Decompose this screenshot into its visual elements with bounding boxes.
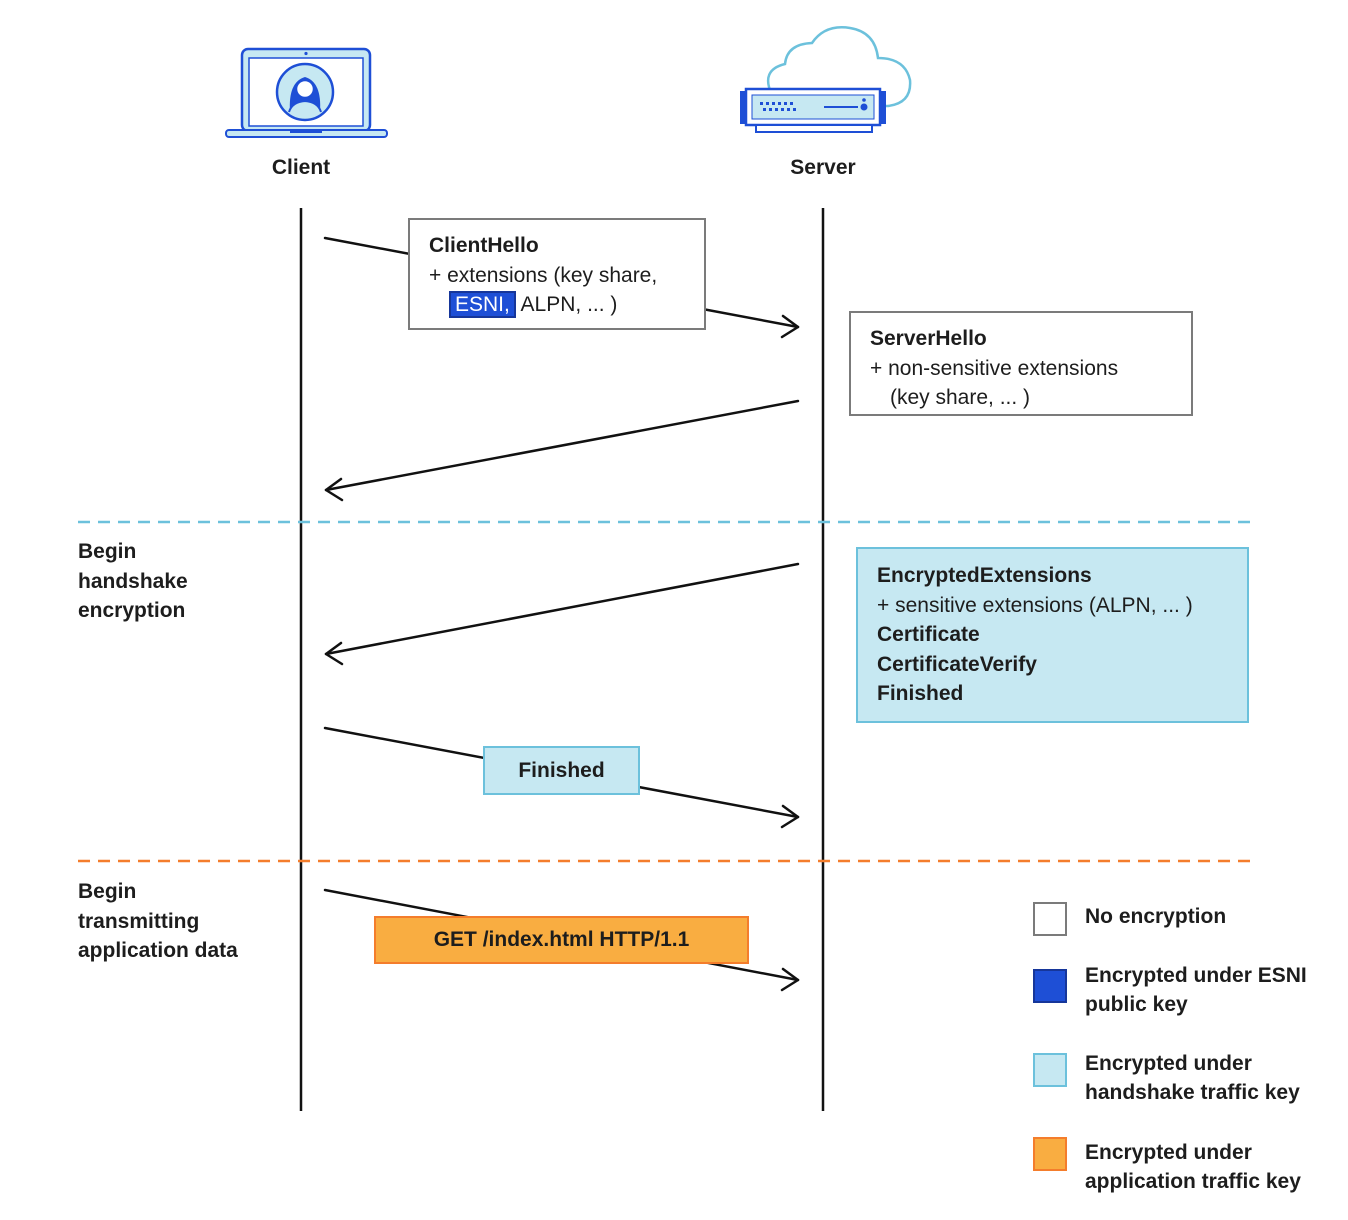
- client-finished-box: Finished: [483, 746, 640, 795]
- encrypted-extensions-arrow: [324, 562, 800, 666]
- client-hello-alpn: ALPN, ... ): [520, 293, 618, 316]
- certificate-verify-line: CertificateVerify: [877, 652, 1037, 676]
- legend-label-line: Encrypted under ESNI: [1085, 964, 1307, 987]
- legend-label-line: No encryption: [1085, 905, 1227, 928]
- handshake-phase-line-1: Begin: [78, 540, 137, 563]
- client-hello-extensions-cont: ESNI, ALPN, ... ): [429, 290, 685, 320]
- application-phase-line-1: Begin: [78, 880, 137, 903]
- server-hello-title: ServerHello: [870, 327, 987, 350]
- server-cloud-icon: [740, 26, 912, 133]
- esni-highlight: ESNI,: [449, 291, 516, 318]
- application-phase-line-2: transmitting: [78, 909, 200, 933]
- handshake-phase-line-3: encryption: [78, 599, 186, 622]
- legend-swatch-no-encryption: [1033, 902, 1067, 936]
- server-hello-box: ServerHello + non-sensitive extensions (…: [849, 311, 1193, 416]
- sensitive-extensions-line: + sensitive extensions (ALPN, ... ): [877, 593, 1193, 617]
- laptop-icon: [225, 47, 388, 138]
- handshake-phase-label: Begin handshake encryption: [78, 537, 278, 626]
- handshake-phase-line-2: handshake: [78, 569, 188, 593]
- server-hello-arrow: [324, 399, 800, 502]
- legend-swatch-handshake: [1033, 1053, 1067, 1087]
- legend-label-application: Encrypted under application traffic key: [1085, 1138, 1345, 1196]
- legend-label-line: Encrypted under: [1085, 1052, 1252, 1075]
- legend-label-line: public key: [1085, 993, 1188, 1016]
- legend-swatch-application: [1033, 1137, 1067, 1171]
- legend-label-line: handshake traffic key: [1085, 1081, 1300, 1104]
- app-data-box: GET /index.html HTTP/1.1: [374, 916, 749, 964]
- client-hello-title: ClientHello: [429, 234, 539, 257]
- legend-label-esni: Encrypted under ESNI public key: [1085, 961, 1345, 1019]
- server-hello-extensions: + non-sensitive extensions: [870, 356, 1119, 380]
- application-phase-line-3: application data: [78, 939, 238, 962]
- legend-label-line: application traffic key: [1085, 1170, 1301, 1193]
- legend-label-no-encryption: No encryption: [1085, 902, 1345, 931]
- certificate-line: Certificate: [877, 623, 980, 646]
- client-hello-box: ClientHello + extensions (key share, ESN…: [408, 218, 706, 330]
- user-avatar-icon: [275, 62, 335, 122]
- legend-label-handshake: Encrypted under handshake traffic key: [1085, 1049, 1345, 1107]
- server-finished-line: Finished: [877, 682, 964, 705]
- server-label: Server: [790, 156, 856, 179]
- application-phase-label: Begin transmitting application data: [78, 877, 278, 966]
- client-label: Client: [271, 156, 331, 179]
- server-hello-extensions-cont: (key share, ... ): [890, 386, 1031, 409]
- legend-swatch-esni: [1033, 969, 1067, 1003]
- client-hello-extensions: + extensions (key share,: [429, 263, 658, 287]
- legend-label-line: Encrypted under: [1085, 1141, 1252, 1164]
- encrypted-extensions-box: EncryptedExtensions + sensitive extensio…: [856, 547, 1249, 723]
- encrypted-extensions-title: EncryptedExtensions: [877, 564, 1092, 587]
